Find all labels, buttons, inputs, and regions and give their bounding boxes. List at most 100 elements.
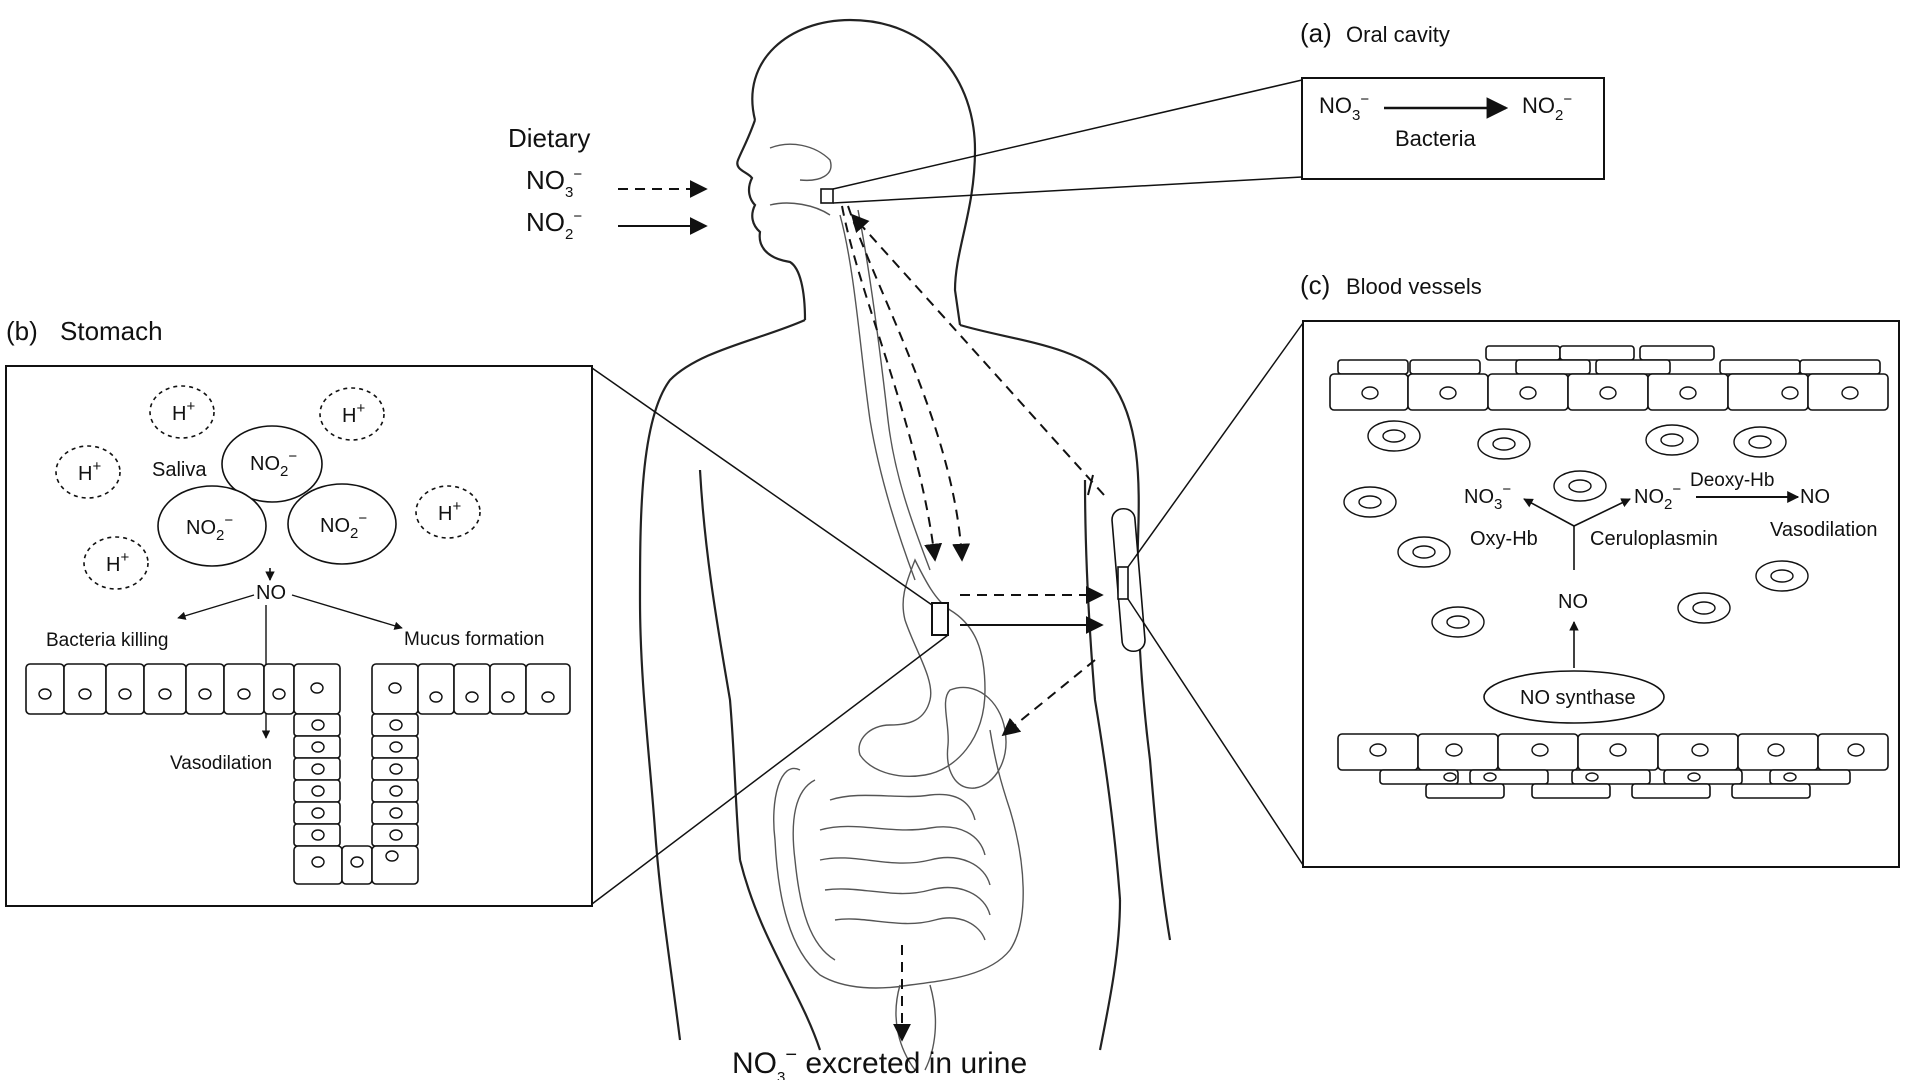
no-to-mucus-arrow [291,594,403,630]
cell-nucleus [311,741,325,753]
endothelium-bottom [1337,733,1889,799]
cell-nucleus [118,688,132,700]
cell-nucleus [1361,386,1379,400]
nitrite-bubble [157,485,267,567]
oxy-hb-label: Oxy-Hb [1470,528,1538,550]
human-body-outline [638,18,1172,1051]
cell-nucleus [1609,743,1627,757]
deoxy-hb-label: Deoxy-Hb [1690,470,1774,491]
epithelial-cell [453,663,491,715]
rbc-center [1748,435,1772,449]
panel-a-connector-top [832,79,1303,190]
proton-label: H+ [106,549,129,576]
cell-nucleus [1599,386,1617,400]
proton-bubble [55,445,121,499]
cell-nucleus [501,691,515,703]
nitrite-bubble-label: NO2− [250,448,297,480]
endothelial-cell [1639,345,1715,361]
cell-nucleus [389,785,403,797]
rbc-center [1358,495,1382,509]
rbc-center [1568,479,1592,493]
rbc-center [1770,569,1794,583]
vasodilation-label: Vasodilation [170,753,272,774]
cell-nucleus [541,691,555,703]
proton-bubble [415,485,481,539]
vessel-nitrate-label: NO3− [1464,481,1511,513]
proton-label: H+ [438,498,461,525]
cell-nucleus [311,856,325,868]
endothelial-cell [1425,783,1505,799]
cell-nucleus [272,688,286,700]
stomach-zoom-marker [931,602,949,636]
panel-b-letter: (b) [6,316,38,346]
rbc-center [1660,433,1684,447]
endothelial-cell [1469,769,1549,785]
nitrite-bubble-label: NO2− [320,510,367,542]
endothelial-cell [1719,359,1801,375]
no-to-bacteria-killing-arrow [177,594,255,620]
blood-to-kidney-arrow [1001,659,1096,737]
panel-b-title: Stomach [60,316,163,346]
proton-label: H+ [78,458,101,485]
entero-salivary-return-arrow [850,213,1105,496]
digestive-tract-sketch [769,143,1024,1071]
mucus-formation-label: Mucus formation [404,629,544,650]
panel-a-title: Oral cavity [1346,22,1450,47]
panel-c-letter: (c) [1300,270,1330,300]
rbc-center [1692,601,1716,615]
vessel-no-product-label: NO [1800,486,1830,508]
nitrite-bubble [221,425,323,503]
endothelial-cell [1337,359,1409,375]
cell-nucleus [385,850,399,862]
to-nitrite-arrow [1573,498,1631,527]
endothelial-cell [1531,783,1611,799]
epithelial-cell [417,663,455,715]
gastric-epithelium-left [25,663,341,715]
endothelial-cell [1631,783,1711,799]
cell-nucleus [1443,772,1457,782]
rbc-center [1382,429,1406,443]
panel-a-connector-bottom [832,176,1303,204]
ceruloplasmin-label: Ceruloplasmin [1590,528,1718,550]
cell-nucleus [1847,743,1865,757]
cell-nucleus [198,688,212,700]
cell-nucleus [237,688,251,700]
gastric-pit [293,713,419,885]
proton-label: H+ [342,400,365,427]
panel-a-letter: (a) [1300,18,1332,48]
arm-tick-mark [1087,474,1094,496]
cell-nucleus [389,719,403,731]
no-synthase-ellipse [1483,670,1665,724]
cell-nucleus [1679,386,1697,400]
panel-a-oral-cavity: (a) Oral cavity NO3− NO2− Bacteria [820,18,1605,204]
endothelial-cell [1731,783,1811,799]
endothelium-top [1329,345,1889,411]
cell-nucleus [389,807,403,819]
cell-nucleus [311,763,325,775]
proton-bubble [83,536,149,590]
panel-c-title: Blood vessels [1346,274,1482,299]
cell-nucleus [388,682,402,694]
internal-flow-arrows [841,205,1105,1042]
nitrite-bubbles: NO2− NO2− NO2− [157,425,397,567]
cell-nucleus [311,719,325,731]
rbc-center [1492,437,1516,451]
endothelial-cell [1485,345,1561,361]
endothelial-cell [1379,769,1459,785]
no-synthase-label: NO synthase [1520,687,1636,709]
urine-excretion-label: NO3− excreted in urine [732,1044,1027,1080]
endothelial-cell [1571,769,1651,785]
endothelial-cell [1595,359,1671,375]
cell-nucleus [1483,772,1497,782]
cell-nucleus [1841,386,1859,400]
epithelial-cell [525,663,571,715]
cell-nucleus [429,691,443,703]
nitrite-bubble [287,483,397,565]
endothelial-cell [1663,769,1743,785]
saliva-to-stomach-arrow-1 [841,205,943,562]
panel-c-connector-bottom [1127,598,1304,866]
endothelial-cell [1559,345,1635,361]
panel-b-connector-bottom [591,634,949,905]
